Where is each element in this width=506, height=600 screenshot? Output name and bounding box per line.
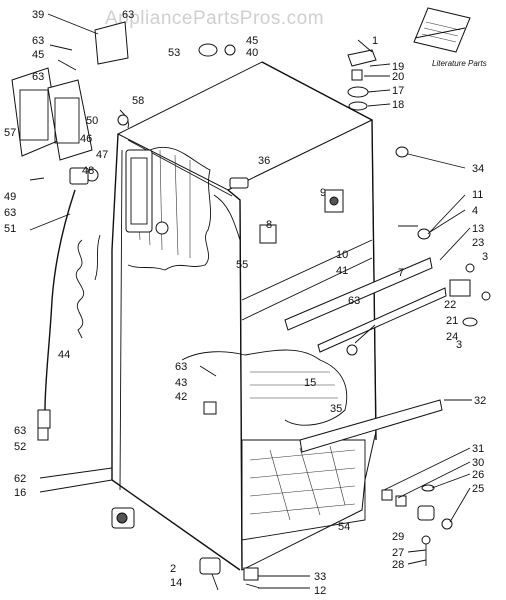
callout-29: 29 bbox=[392, 531, 404, 543]
refrigerator-cabinet bbox=[111, 61, 447, 571]
callout-57: 57 bbox=[4, 127, 16, 139]
callout-47: 47 bbox=[96, 149, 108, 161]
callout-22: 22 bbox=[444, 299, 456, 311]
callout-39: 39 bbox=[32, 9, 44, 21]
literature-parts: Literature Parts bbox=[413, 7, 487, 68]
callout-12: 12 bbox=[314, 585, 326, 597]
callout-16: 16 bbox=[14, 487, 26, 499]
callout-50: 50 bbox=[86, 115, 98, 127]
callout-26: 26 bbox=[472, 469, 484, 481]
callout-63: 63 bbox=[32, 35, 44, 47]
callout-52: 52 bbox=[14, 441, 26, 453]
callout-33: 33 bbox=[314, 571, 326, 583]
callout-13: 13 bbox=[472, 223, 484, 235]
callout-20: 20 bbox=[392, 71, 404, 83]
literature-label: Literature Parts bbox=[432, 59, 487, 68]
callout-63: 63 bbox=[14, 425, 26, 437]
right-hardware bbox=[37, 49, 491, 591]
callout-55: 55 bbox=[236, 259, 248, 271]
callout-40: 40 bbox=[246, 47, 258, 59]
callout-1: 1 bbox=[372, 35, 378, 47]
callout-19: 19 bbox=[392, 61, 404, 73]
callout-31: 31 bbox=[472, 443, 484, 455]
callout-48: 48 bbox=[82, 165, 94, 177]
callout-53: 53 bbox=[168, 47, 180, 59]
callout-44: 44 bbox=[58, 349, 70, 361]
callout-63: 63 bbox=[4, 207, 16, 219]
callout-63: 63 bbox=[122, 9, 134, 21]
callout-18: 18 bbox=[392, 99, 404, 111]
callout-3: 3 bbox=[482, 251, 488, 263]
callout-63: 63 bbox=[175, 361, 187, 373]
callouts: 39 63 63 45 63 53 40 45 1 19 20 17 18 58… bbox=[4, 9, 488, 597]
callout-8: 8 bbox=[266, 219, 272, 231]
callout-21: 21 bbox=[446, 315, 458, 327]
callout-35: 35 bbox=[330, 403, 342, 415]
callout-51: 51 bbox=[4, 223, 16, 235]
callout-43: 43 bbox=[175, 377, 187, 389]
callout-30: 30 bbox=[472, 457, 484, 469]
callout-2: 2 bbox=[170, 563, 176, 575]
callout-63: 63 bbox=[32, 71, 44, 83]
callout-23: 23 bbox=[472, 237, 484, 249]
callout-14: 14 bbox=[170, 577, 182, 589]
callout-27: 27 bbox=[392, 547, 404, 559]
callout-7: 7 bbox=[398, 267, 404, 279]
callout-24: 24 bbox=[446, 331, 458, 343]
callout-49: 49 bbox=[4, 191, 16, 203]
callout-45: 45 bbox=[32, 49, 44, 61]
callout-28: 28 bbox=[392, 559, 404, 571]
leader-lines bbox=[29, 13, 472, 589]
callout-63: 63 bbox=[348, 295, 360, 307]
callout-10: 10 bbox=[336, 249, 348, 261]
callout-58: 58 bbox=[132, 95, 144, 107]
callout-3: 3 bbox=[456, 339, 462, 351]
callout-45: 45 bbox=[246, 35, 258, 47]
callout-25: 25 bbox=[472, 483, 484, 495]
callout-42: 42 bbox=[175, 391, 187, 403]
callout-34: 34 bbox=[472, 163, 484, 175]
callout-36: 36 bbox=[258, 155, 270, 167]
callout-4: 4 bbox=[472, 205, 478, 217]
watermark: AppliancePartsPros.com bbox=[105, 8, 324, 29]
callout-62: 62 bbox=[14, 473, 26, 485]
light-assembly bbox=[11, 44, 101, 429]
callout-41: 41 bbox=[336, 265, 348, 277]
callout-9: 9 bbox=[320, 187, 326, 199]
callout-32: 32 bbox=[474, 395, 486, 407]
callout-46: 46 bbox=[80, 133, 92, 145]
callout-11: 11 bbox=[472, 189, 483, 201]
callout-15: 15 bbox=[304, 377, 316, 389]
callout-17: 17 bbox=[392, 85, 404, 97]
top-parts bbox=[94, 21, 236, 129]
callout-54: 54 bbox=[338, 521, 350, 533]
